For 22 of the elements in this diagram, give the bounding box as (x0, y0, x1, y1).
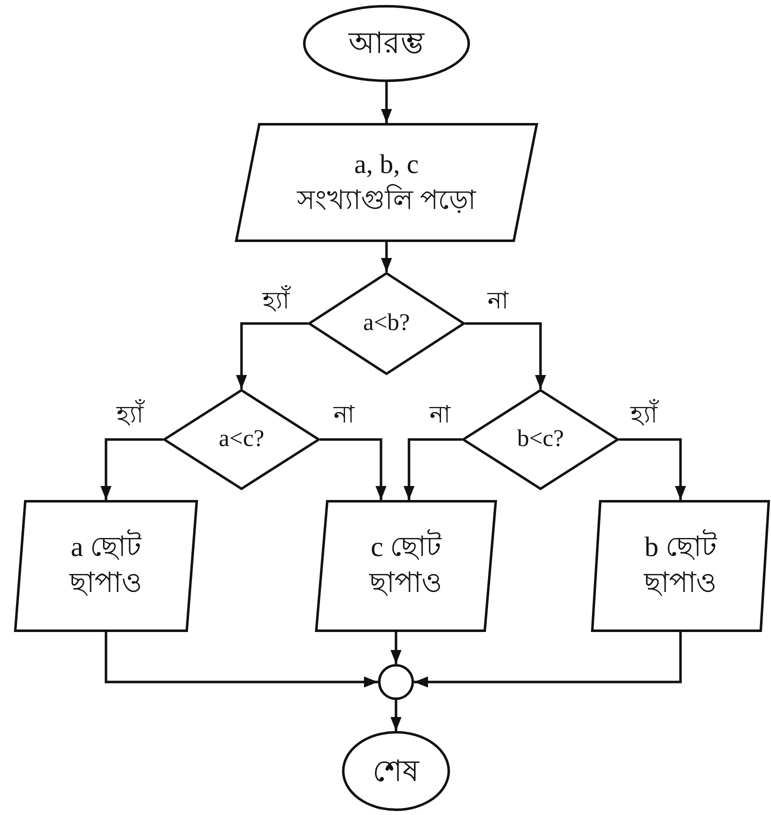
arrow (100, 438, 163, 500)
parallelogram-box: b ছোট ছাপাও (591, 500, 770, 632)
arrow (381, 82, 392, 123)
arrow (104, 632, 378, 688)
connector-circle (378, 664, 414, 700)
decision-diamond: a<b? (308, 272, 465, 375)
arrow (381, 242, 392, 272)
parallelogram-box: c ছোট ছাপাও (315, 500, 497, 632)
arrow (390, 632, 402, 664)
arrow (236, 322, 308, 389)
decision-diamond: b<c? (462, 389, 619, 490)
arrow (320, 438, 386, 500)
terminal-ellipse: শেষ (342, 731, 450, 811)
arrow (465, 322, 546, 389)
decision-diamond: a<c? (163, 389, 320, 490)
arrow (390, 700, 402, 731)
arrow (414, 632, 682, 688)
parallelogram-box: a, b, c সংখ্যাগুলি পড়ো (235, 123, 538, 242)
parallelogram-box: a ছোট ছাপাও (14, 500, 198, 632)
terminal-ellipse: আরম্ভ (303, 5, 470, 82)
arrow (404, 438, 462, 500)
arrow (619, 438, 686, 500)
